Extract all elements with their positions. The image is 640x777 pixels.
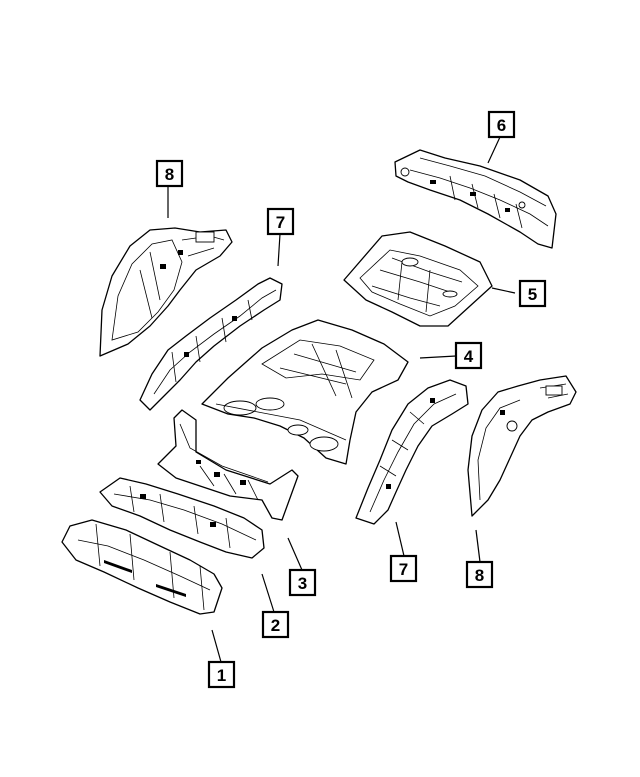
- callout-2: 2: [261, 610, 290, 639]
- part-7-rail-lower: [355, 379, 469, 525]
- callout-7-lower-label: 7: [399, 560, 408, 579]
- part-1-lower-panel: [61, 519, 223, 615]
- leader-1: [211, 629, 222, 663]
- part-2-rear-member: [99, 477, 265, 559]
- callout-8-lower: 8: [465, 560, 494, 589]
- leader-6: [487, 136, 501, 164]
- part-7-rail-upper: [139, 277, 283, 411]
- leader-4: [419, 355, 457, 359]
- leader-7b: [395, 521, 405, 557]
- callout-8-upper: 8: [155, 159, 184, 188]
- part-6-rear-panel: [394, 149, 557, 249]
- callout-8-lower-label: 8: [475, 566, 484, 585]
- leader-lines: [167, 136, 516, 663]
- leader-7a: [277, 233, 281, 267]
- leader-8b: [475, 529, 481, 563]
- part-8-wheelhouse-right: [467, 375, 577, 517]
- callout-6-label: 6: [497, 116, 506, 135]
- callout-8-upper-label: 8: [165, 165, 174, 184]
- callout-1-label: 1: [217, 666, 226, 685]
- leader-3: [287, 537, 303, 571]
- callout-7-upper: 7: [266, 207, 295, 236]
- callout-3: 3: [288, 568, 317, 597]
- callout-1: 1: [207, 660, 236, 689]
- part-4-rear-floor: [201, 319, 409, 465]
- callout-5-label: 5: [528, 285, 537, 304]
- part-8-wheelhouse-left: [99, 227, 233, 357]
- callout-6: 6: [487, 110, 516, 139]
- leader-5: [491, 287, 516, 294]
- part-3-cross-member: [157, 409, 299, 521]
- callout-4-label: 4: [464, 347, 474, 366]
- callout-3-label: 3: [298, 574, 307, 593]
- callout-7-upper-label: 7: [276, 213, 285, 232]
- callout-2-label: 2: [271, 616, 280, 635]
- callout-7-lower: 7: [389, 554, 418, 583]
- leader-2: [261, 573, 275, 613]
- part-5-floor-pan: [343, 231, 493, 327]
- callout-4: 4: [454, 341, 483, 370]
- callout-5: 5: [518, 279, 547, 308]
